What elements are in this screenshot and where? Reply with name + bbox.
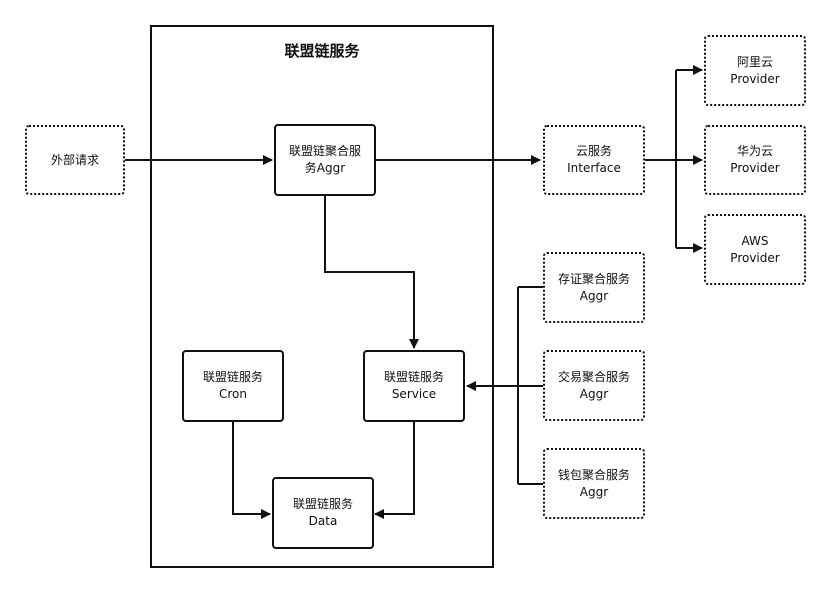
- node-sublabel: Provider: [730, 250, 780, 265]
- node-sublabel: Aggr: [579, 484, 609, 499]
- node-label: 交易聚合服务: [557, 369, 630, 384]
- edge-service-to-data: [374, 422, 415, 519]
- node-label: AWS: [741, 233, 769, 248]
- node-label: 联盟链服务: [202, 370, 263, 384]
- node-data: 联盟链服务 Data: [272, 477, 374, 549]
- node-label: 钱包聚合服务: [557, 467, 630, 482]
- edge-cron-to-data: [232, 422, 271, 519]
- node-wallet-aggr: 钱包聚合服务 Aggr: [543, 448, 645, 519]
- node-sublabel: Interface: [567, 161, 621, 175]
- node-huawei-provider: 华为云 Provider: [704, 125, 806, 195]
- node-label: 联盟链服务: [383, 370, 444, 384]
- node-aws-provider: AWS Provider: [704, 214, 806, 285]
- node-cert-aggr: 存证聚合服务 Aggr: [543, 252, 645, 323]
- node-label: 外部请求: [50, 152, 99, 167]
- node-label: 阿里云: [736, 54, 773, 69]
- node-aliyun-provider: 阿里云 Provider: [704, 35, 806, 106]
- node-external-request: 外部请求: [25, 125, 125, 195]
- node-cloud-interface: 云服务 Interface: [543, 125, 645, 195]
- node-label: 云服务: [575, 144, 612, 158]
- node-service: 联盟链服务 Service: [363, 350, 465, 422]
- diagram-title: 联盟链服务: [284, 42, 360, 60]
- node-label: 华为云: [736, 144, 773, 158]
- node-sublabel: Aggr: [579, 386, 609, 401]
- node-label: 联盟链服务: [292, 497, 353, 511]
- node-sublabel: Data: [308, 514, 338, 528]
- node-sublabel: Cron: [219, 387, 247, 401]
- node-sublabel: Aggr: [579, 288, 609, 303]
- node-sublabel: Provider: [730, 71, 780, 86]
- node-label: 存证聚合服务: [557, 271, 630, 286]
- node-label: 联盟链聚合服: [288, 144, 361, 158]
- node-sublabel: 务Aggr: [304, 161, 346, 175]
- edge-aggr-to-service: [324, 196, 419, 349]
- node-cron: 联盟链服务 Cron: [182, 350, 284, 422]
- node-trade-aggr: 交易聚合服务 Aggr: [543, 350, 645, 421]
- node-aggr: 联盟链聚合服 务Aggr: [274, 124, 376, 196]
- node-sublabel: Service: [391, 387, 437, 401]
- node-sublabel: Provider: [730, 161, 780, 175]
- alliance-chain-service-container: [150, 25, 494, 568]
